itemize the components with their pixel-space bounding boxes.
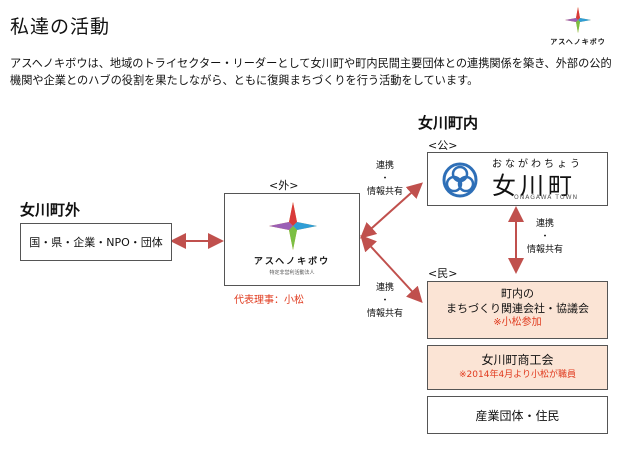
center-caption: 代表理事：小松 — [234, 295, 304, 306]
center-logo-box: アスヘノキボウ 特定非営利活動法人 — [224, 193, 360, 286]
outside-box: 国・県・企業・NPO・団体 — [20, 223, 172, 261]
outside-title: 女川町外 — [20, 201, 81, 219]
arrow-center-town — [360, 182, 423, 239]
header-logo: アスヘノキボウ — [548, 5, 608, 46]
private-box-residents: 産業団体・住民 — [427, 396, 608, 434]
town-name: 女川町 — [492, 172, 576, 200]
inside-title: 女川町内 — [418, 114, 479, 132]
town-emblem-icon — [442, 162, 478, 198]
outside-box-label: 国・県・企業・NPO・団体 — [29, 236, 163, 249]
center-tag: <外> — [269, 179, 299, 192]
link-label-lower: 連携 ・ 情報共有 — [366, 283, 403, 319]
center-logo-text: アスヘノキボウ — [253, 257, 331, 267]
star-logo-icon — [269, 202, 317, 250]
town-roman: ONAGAWA TOWN — [514, 194, 579, 201]
page-title: 私達の活動 — [10, 16, 111, 38]
town-office-box: おながわちょう 女川町 ONAGAWA TOWN — [427, 152, 608, 206]
private-box-chamber: 女川町商工会 ※2014年4月より小松が職員 — [427, 345, 608, 390]
header-logo-text: アスヘノキボウ — [550, 38, 606, 46]
private-tag: <民> — [428, 267, 458, 280]
private-box-companies: 町内の まちづくり関連会社・協議会 ※小松参加 — [427, 281, 608, 339]
link-label-upper: 連携 ・ 情報共有 — [366, 161, 403, 197]
star-logo-icon — [565, 7, 591, 33]
public-tag: <公> — [428, 139, 458, 152]
description-text: アスヘノキボウは、地域のトライセクター・リーダーとして女川町や町内民間主要団体と… — [10, 57, 612, 87]
link-label-right: 連携 ・ 情報共有 — [526, 219, 563, 255]
town-furigana: おながわちょう — [492, 159, 583, 170]
center-logo-subtext: 特定非営利活動法人 — [269, 270, 315, 276]
arrow-center-private — [360, 235, 423, 303]
